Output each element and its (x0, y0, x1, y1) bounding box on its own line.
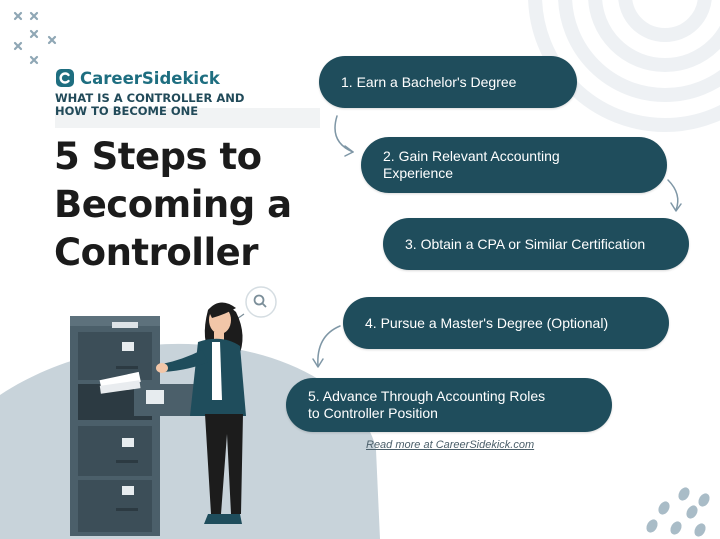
cross-marks-decoration (13, 11, 57, 65)
subtitle-line-2: HOW TO BECOME ONE (55, 104, 199, 118)
step-2-line-2: Experience (383, 165, 454, 181)
step-4: 4. Pursue a Master's Degree (Optional) (343, 297, 669, 349)
step-2: 2. Gain Relevant Accounting Experience (361, 137, 667, 193)
step-5: 5. Advance Through Accounting Roles to C… (286, 378, 612, 432)
page-subtitle: WHAT IS A CONTROLLER AND HOW TO BECOME O… (55, 92, 244, 118)
step-5-line-2: to Controller Position (308, 405, 438, 421)
step-2-line-1: 2. Gain Relevant Accounting (383, 148, 560, 164)
read-more-link[interactable]: Read more at CareerSidekick.com (366, 439, 535, 451)
illustration-woman-filing-cabinet (70, 286, 277, 536)
title-line-1: 5 Steps to (54, 135, 262, 178)
page-title: 5 Steps to Becoming a Controller (54, 133, 292, 277)
step-1-line-1: 1. Earn a Bachelor's Degree (341, 73, 517, 90)
step-5-line-1: 5. Advance Through Accounting Roles (308, 388, 546, 404)
subtitle-line-1: WHAT IS A CONTROLLER AND (55, 91, 245, 105)
step-3-line-1: 3. Obtain a CPA or Similar Certification (405, 235, 646, 252)
step-3: 3. Obtain a CPA or Similar Certification (383, 218, 689, 270)
title-line-2: Becoming a (54, 183, 292, 226)
title-line-3: Controller (54, 231, 258, 274)
brand-logo[interactable]: CareerSidekick (55, 68, 220, 88)
c-logo-icon (56, 69, 74, 87)
brand-name: CareerSidekick (80, 68, 220, 88)
step-1: 1. Earn a Bachelor's Degree (319, 56, 577, 108)
magnifier-bubble-icon (229, 286, 277, 323)
woman-figure-illustration (156, 302, 246, 524)
file-cabinet-illustration (70, 316, 194, 536)
step-4-line-1: 4. Pursue a Master's Degree (Optional) (365, 314, 609, 331)
